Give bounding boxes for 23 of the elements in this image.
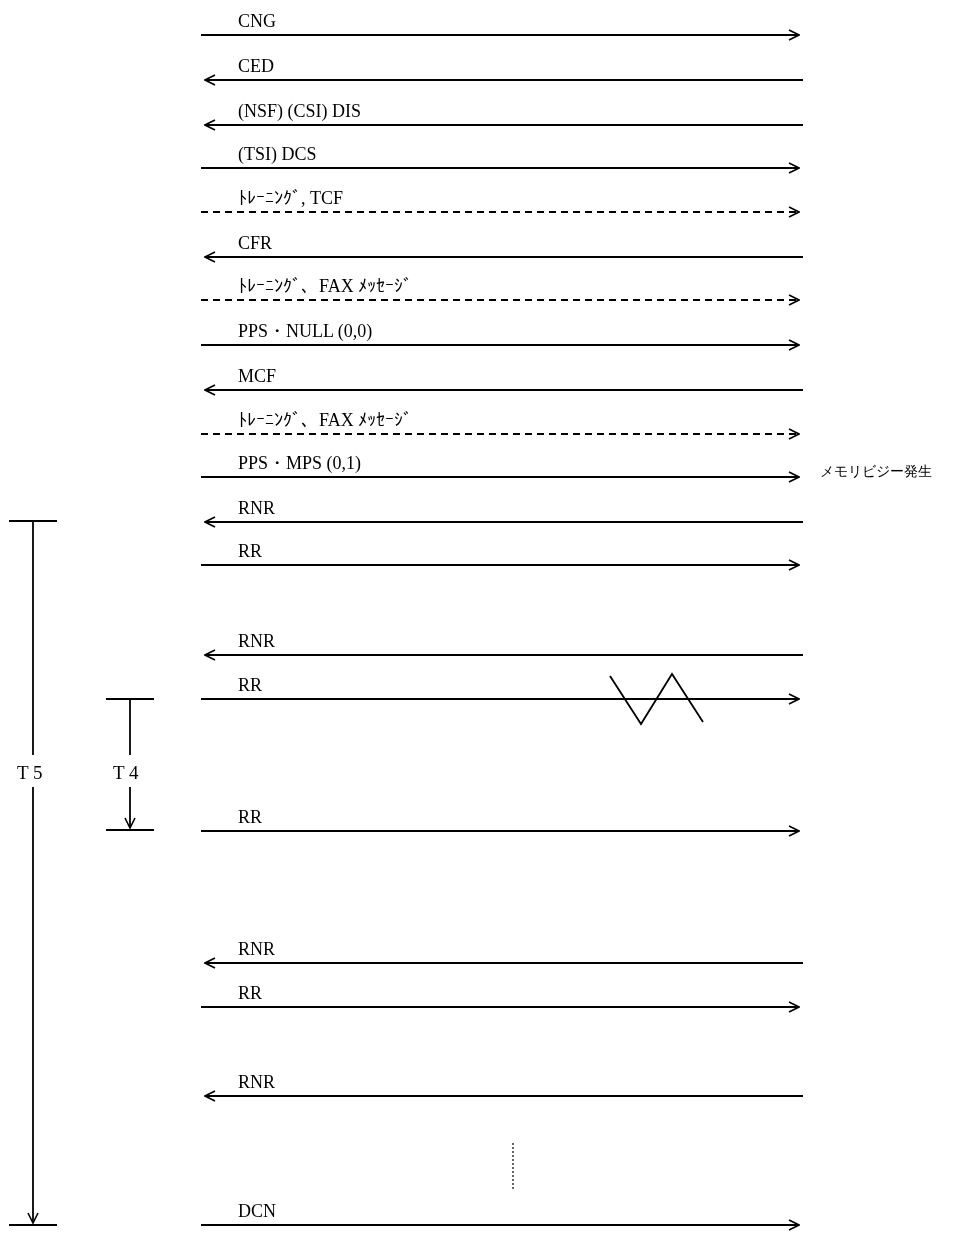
message-label: ﾄﾚｰﾆﾝｸﾞ、FAX ﾒｯｾｰｼﾞ [238,276,413,296]
message-label: CFR [238,233,273,253]
message-label: (TSI) DCS [238,144,317,164]
message-label: RR [238,983,262,1003]
timer-label: T 4 [113,762,139,784]
message-label: RNR [238,631,275,651]
message-label: RR [238,807,262,827]
message-label: RNR [238,498,275,518]
timer-label: T 5 [17,762,43,784]
message-label: RNR [238,939,275,959]
message-label: ﾄﾚｰﾆﾝｸﾞ、FAX ﾒｯｾｰｼﾞ [238,410,413,430]
message-label: RR [238,675,262,695]
message-label: CED [238,56,274,76]
message-label: ﾄﾚｰﾆﾝｸﾞ, TCF [238,188,343,208]
message-label: PPS・MPS (0,1) [238,453,362,473]
note-text: メモリビジー発生 [820,462,932,480]
message-label: PPS・NULL (0,0) [238,321,373,341]
message-label: DCN [238,1201,276,1221]
message-label: RNR [238,1072,275,1092]
message-label: RR [238,541,262,561]
message-label: CNG [238,11,276,31]
message-label: (NSF) (CSI) DIS [238,101,361,121]
message-label: MCF [238,366,277,386]
